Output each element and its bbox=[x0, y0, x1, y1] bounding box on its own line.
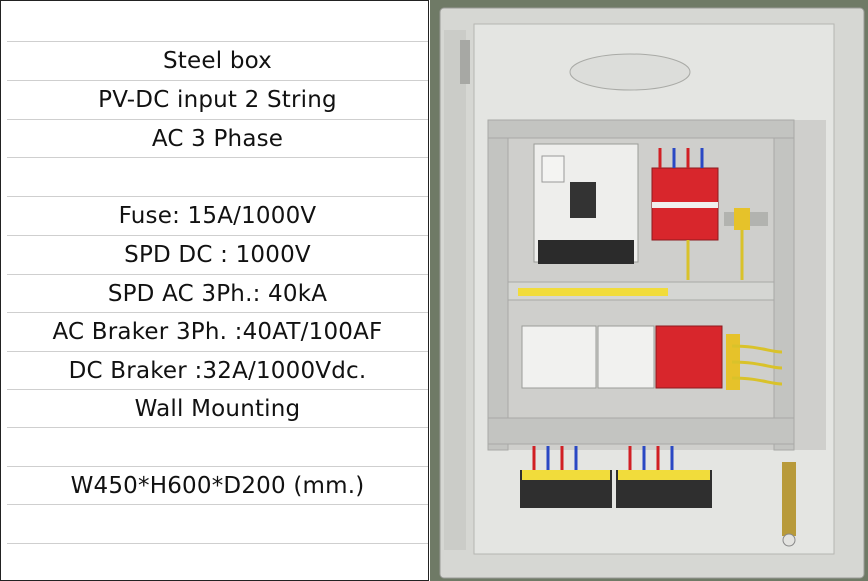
spec-row: AC 3 Phase bbox=[7, 119, 428, 157]
earth-symbol-icon bbox=[782, 533, 796, 547]
spec-row bbox=[7, 157, 428, 195]
spec-row bbox=[7, 427, 428, 465]
spec-text: DC Braker :32A/1000Vdc. bbox=[68, 357, 367, 384]
spec-text: W450*H600*D200 (mm.) bbox=[70, 472, 365, 499]
spec-row bbox=[7, 1, 428, 41]
spec-row: Fuse: 15A/1000V bbox=[7, 196, 428, 234]
lower-wires bbox=[731, 344, 783, 386]
spec-text: AC 3 Phase bbox=[151, 125, 284, 152]
spec-text: Fuse: 15A/1000V bbox=[118, 202, 317, 229]
distribution-box-photo bbox=[430, 0, 868, 581]
enclosure-illustration bbox=[430, 0, 868, 581]
spec-row bbox=[7, 543, 428, 581]
spec-row: SPD DC : 1000V bbox=[7, 235, 428, 273]
spec-row: AC Braker 3Ph. :40AT/100AF bbox=[7, 312, 428, 350]
breaker-terminals bbox=[538, 240, 634, 264]
spec-text: PV-DC input 2 String bbox=[98, 86, 337, 113]
earth-terminal bbox=[734, 208, 750, 230]
spec-row: DC Braker :32A/1000Vdc. bbox=[7, 351, 428, 389]
spec-row bbox=[7, 504, 428, 542]
spec-text: SPD DC : 1000V bbox=[124, 241, 311, 268]
oval-cover bbox=[569, 53, 691, 91]
bottom-trunking bbox=[487, 417, 795, 445]
spec-text: SPD AC 3Ph.: 40kA bbox=[107, 280, 328, 307]
spec-row: Steel box bbox=[7, 41, 428, 79]
terminal-wires bbox=[532, 446, 674, 470]
right-trunking bbox=[773, 119, 795, 451]
spec-row: W450*H600*D200 (mm.) bbox=[7, 466, 428, 504]
dc-breaker bbox=[597, 325, 655, 389]
terminal-labels-2 bbox=[618, 470, 710, 480]
door-hinge bbox=[444, 30, 466, 550]
spec-text: AC Braker 3Ph. :40AT/100AF bbox=[52, 318, 383, 345]
spec-row: PV-DC input 2 String bbox=[7, 80, 428, 118]
top-wires bbox=[658, 148, 744, 280]
dc-fuse-holders bbox=[521, 325, 597, 389]
spec-text: Wall Mounting bbox=[134, 395, 301, 422]
terminal-labels-1 bbox=[522, 470, 610, 480]
spec-text: Steel box bbox=[163, 47, 272, 74]
hinge-pin bbox=[460, 40, 470, 84]
breaker-toggle bbox=[570, 182, 596, 218]
top-trunking bbox=[487, 119, 795, 139]
spd-stripe bbox=[652, 202, 718, 208]
spec-table: Steel box PV-DC input 2 String AC 3 Phas… bbox=[0, 0, 429, 581]
breaker-label bbox=[541, 155, 565, 183]
spec-row: Wall Mounting bbox=[7, 389, 428, 427]
spec-row: SPD AC 3Ph.: 40kA bbox=[7, 274, 428, 312]
dc-spd bbox=[655, 325, 723, 389]
earth-bar bbox=[782, 462, 796, 536]
left-trunking bbox=[487, 119, 509, 451]
label-strip bbox=[518, 288, 668, 296]
